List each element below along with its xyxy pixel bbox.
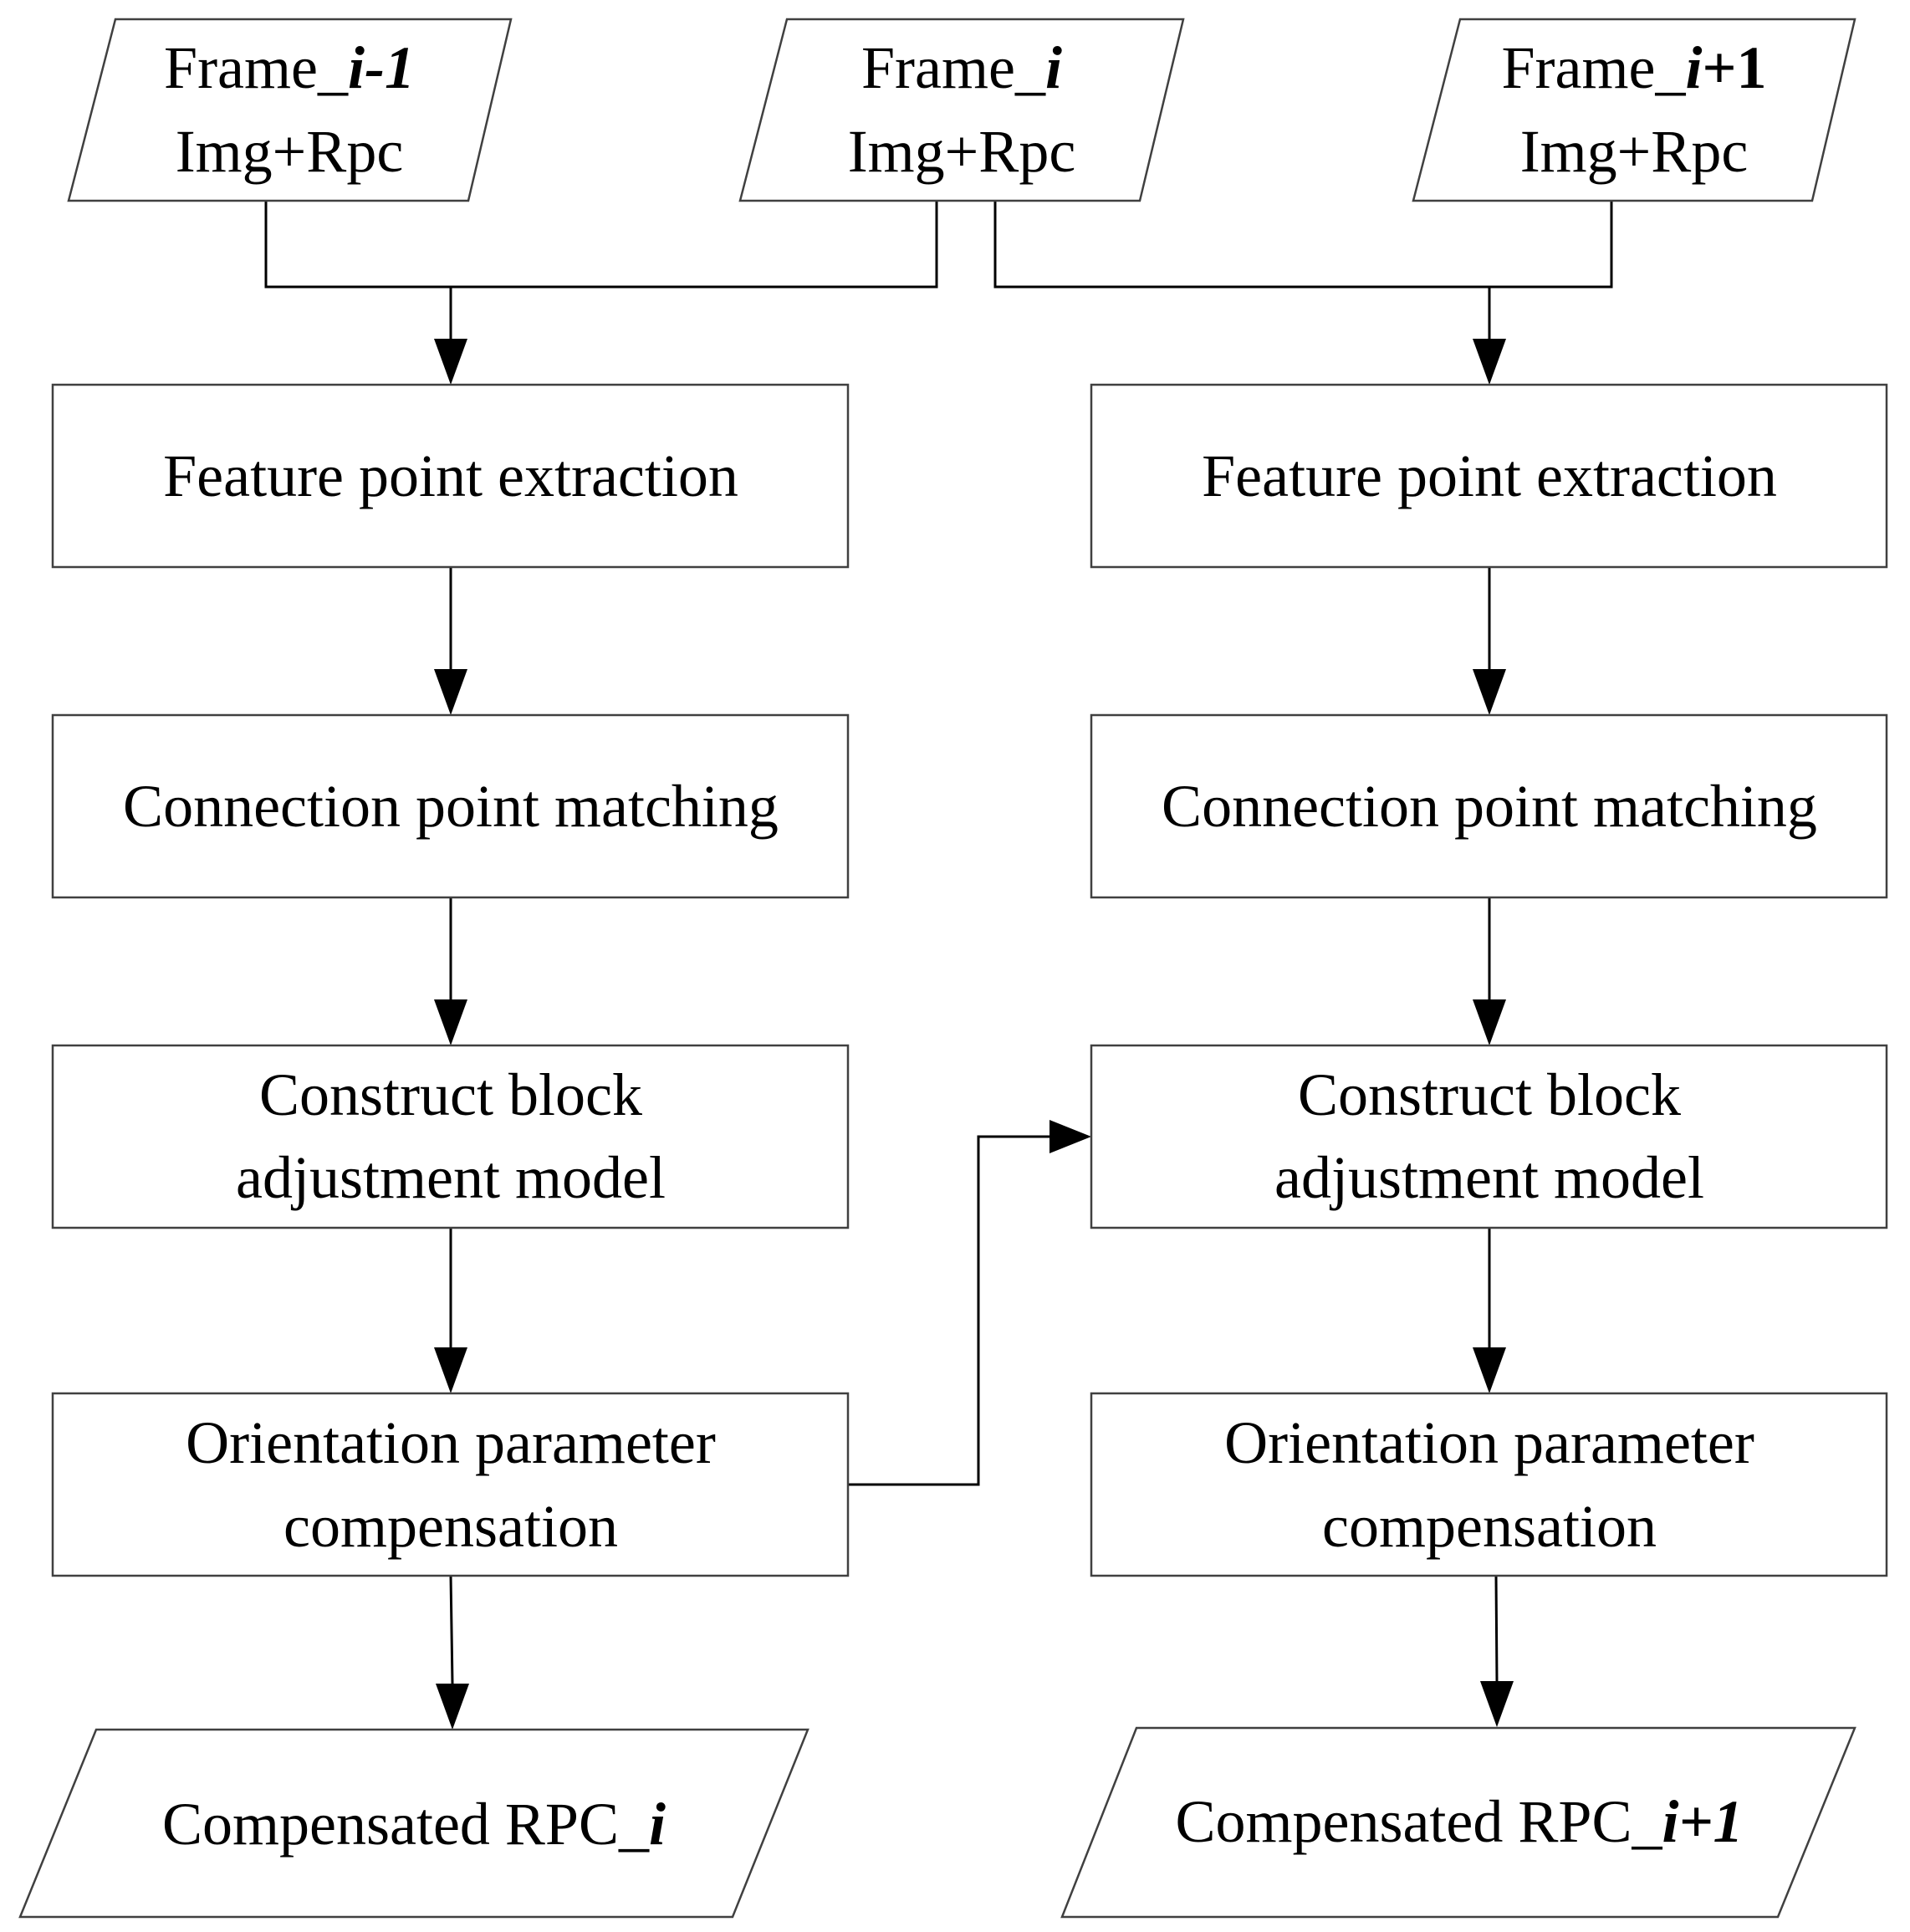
right-arrow-to-output-head	[1480, 1681, 1514, 1727]
left-matching-label: Connection point matching	[123, 773, 779, 840]
cross-connector-head	[1049, 1120, 1091, 1153]
left-arrow-to-construct-head	[434, 999, 467, 1045]
left-construct-label-1: Construct block	[259, 1061, 642, 1128]
input-frame-cur-line1: Frame_i	[861, 34, 1062, 101]
right-arrow-to-feature-head	[1473, 339, 1506, 385]
left-orient-label-2: compensation	[283, 1493, 618, 1560]
right-orient-label-2: compensation	[1322, 1493, 1657, 1560]
right-output-shape	[1060, 1726, 1856, 1919]
left-arrow-to-output-line	[449, 1575, 454, 1684]
right-orient-label-1: Orientation parameter	[1224, 1409, 1754, 1476]
input-frame-cur-line2: Img+Rpc	[848, 118, 1076, 185]
left-matching-box: Connection point matching	[51, 713, 850, 899]
merge-connector-left	[264, 201, 938, 289]
input-frame-prev-line2: Img+Rpc	[176, 118, 404, 185]
input-frame-cur: Frame_i Img+Rpc	[738, 18, 1185, 202]
left-orient-box-shape	[51, 1392, 850, 1577]
right-matching-box: Connection point matching	[1090, 713, 1888, 899]
left-arrow-to-output-head	[436, 1684, 469, 1730]
right-matching-box-shape	[1090, 713, 1888, 899]
right-arrow-to-matching-head	[1473, 669, 1506, 715]
left-construct-label-2: adjustment model	[236, 1144, 666, 1211]
left-feature-box: Feature point extraction	[51, 383, 850, 569]
right-orient-box: Orientation parameter compensation	[1090, 1392, 1888, 1577]
merge-connector-right	[993, 201, 1613, 289]
connectors	[264, 201, 1613, 1730]
right-feature-label: Feature point extraction	[1202, 442, 1777, 509]
right-arrow-to-output-line	[1494, 1575, 1499, 1682]
left-arrow-to-matching-head	[434, 669, 467, 715]
left-matching-box-shape	[51, 713, 850, 899]
input-frame-next: Frame_i+1 Img+Rpc	[1412, 18, 1856, 202]
right-output: Compensated RPC_i+1	[1060, 1726, 1856, 1919]
input-frame-next-shape	[1412, 18, 1856, 202]
left-orient-label-1: Orientation parameter	[186, 1409, 716, 1476]
right-construct-label-1: Construct block	[1298, 1061, 1681, 1128]
left-output-shape	[18, 1728, 809, 1919]
right-feature-box-shape	[1090, 383, 1888, 569]
input-frame-prev-shape	[67, 18, 513, 202]
left-feature-label: Feature point extraction	[163, 442, 738, 509]
right-construct-box-shape	[1090, 1044, 1888, 1229]
left-output: Compensated RPC_i	[18, 1728, 809, 1919]
right-feature-box: Feature point extraction	[1090, 383, 1888, 569]
input-frame-next-line1: Frame_i+1	[1502, 34, 1767, 101]
left-feature-box-shape	[51, 383, 850, 569]
input-frame-prev-line1: Frame_i-1	[164, 34, 415, 101]
left-construct-box: Construct block adjustment model	[51, 1044, 850, 1229]
left-orient-box: Orientation parameter compensation	[51, 1392, 850, 1577]
right-construct-box: Construct block adjustment model	[1090, 1044, 1888, 1229]
left-arrow-to-orient-head	[434, 1347, 467, 1393]
right-arrow-to-orient-head	[1473, 1347, 1506, 1393]
right-orient-box-shape	[1090, 1392, 1888, 1577]
left-output-label: Compensated RPC_i	[162, 1791, 666, 1858]
input-frame-prev: Frame_i-1 Img+Rpc	[67, 18, 513, 202]
input-frame-cur-shape	[738, 18, 1185, 202]
right-construct-label-2: adjustment model	[1274, 1144, 1704, 1211]
input-frame-next-line2: Img+Rpc	[1520, 118, 1749, 185]
right-output-label: Compensated RPC_i+1	[1175, 1788, 1743, 1855]
cross-connector-line	[848, 1135, 1049, 1486]
left-construct-box-shape	[51, 1044, 850, 1229]
left-arrow-to-feature-head	[434, 339, 467, 385]
right-matching-label: Connection point matching	[1162, 773, 1817, 840]
right-arrow-to-construct-head	[1473, 999, 1506, 1045]
